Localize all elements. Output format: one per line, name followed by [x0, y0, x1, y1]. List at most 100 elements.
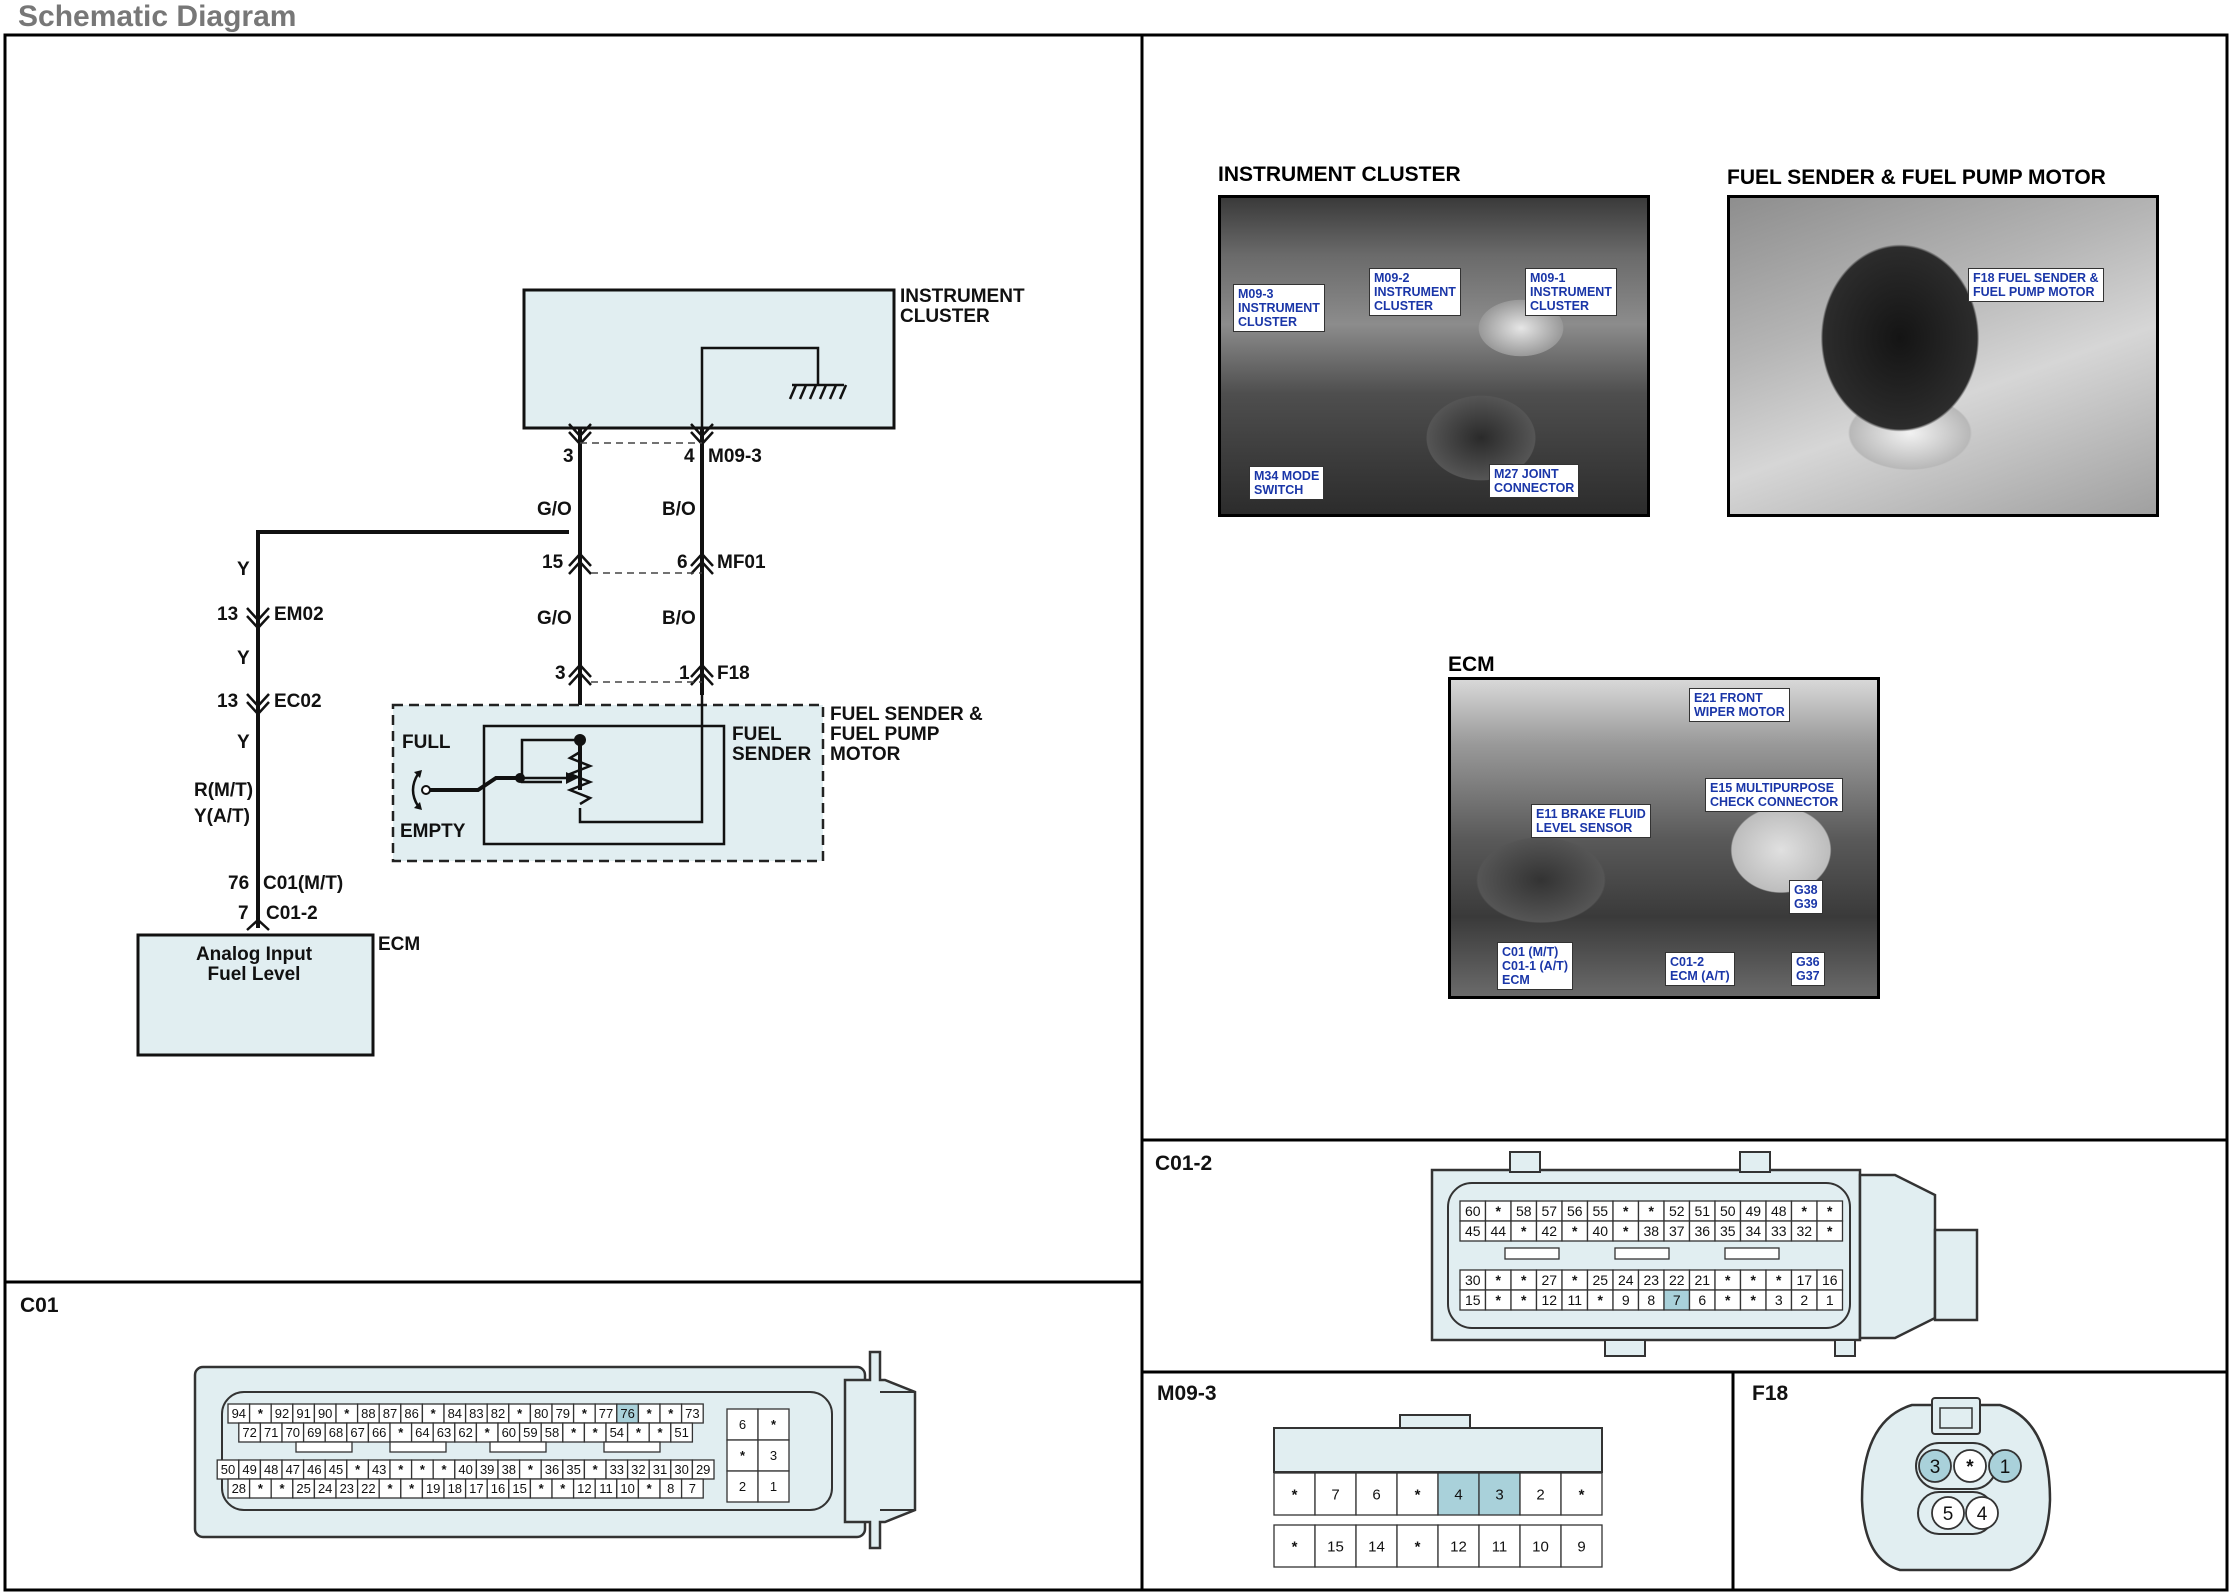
m09-3-pin-label: 12 — [1450, 1538, 1467, 1555]
c01-pin-label: 73 — [685, 1406, 699, 1421]
c01-pin-label: * — [398, 1462, 404, 1477]
c01-2-pin-label: 51 — [1694, 1203, 1710, 1219]
c01-2-pin-label: * — [1623, 1203, 1629, 1219]
c01-pin-label: 43 — [372, 1462, 386, 1477]
m09-3-pin-right: 4 — [684, 446, 695, 467]
m09-3-pin — [1560, 1472, 1603, 1516]
c01-pin-label: 51 — [674, 1425, 688, 1440]
callout-m27: M27 JOINT CONNECTOR — [1489, 464, 1580, 498]
c01-side-pin-label: * — [740, 1448, 746, 1463]
c01-pin-label: 72 — [242, 1425, 256, 1440]
callout-e15: E15 MULTIPURPOSE CHECK CONNECTOR — [1705, 778, 1844, 812]
m09-3-pin-label: 11 — [1492, 1538, 1508, 1555]
connector-ec02-chevrons — [246, 693, 270, 716]
ecm-box — [136, 933, 375, 1057]
c01-pin-label: * — [279, 1481, 285, 1496]
c01-pin-label: 24 — [318, 1481, 332, 1496]
ec02-name: EC02 — [274, 691, 322, 712]
c01-2-name: C01-2 — [266, 903, 318, 924]
c01-2-pin-label: 38 — [1643, 1223, 1659, 1239]
wire-bo-lower: B/O — [662, 608, 696, 629]
connector-em02-chevrons — [246, 607, 270, 630]
c01-pin-label: 7 — [689, 1481, 696, 1496]
c01-pin-label: * — [647, 1481, 653, 1496]
f18-pin-left: 3 — [555, 663, 566, 684]
c01-2-pin-label: 45 — [1465, 1223, 1481, 1239]
c01-pin-label: 39 — [480, 1462, 494, 1477]
c01-2-pin-label: * — [1649, 1203, 1655, 1219]
m09-3-pin — [1273, 1472, 1316, 1516]
c01-pin-label: 94 — [232, 1406, 246, 1421]
c01-2-pin-label: * — [1496, 1203, 1502, 1219]
c01-2-pin-label: 25 — [1592, 1272, 1608, 1288]
c01-2-pin-label: 2 — [1800, 1292, 1808, 1308]
f18-view-label: F18 — [1752, 1382, 1789, 1405]
c01-pin-label: * — [431, 1406, 437, 1421]
c01-2-key — [1614, 1247, 1670, 1260]
instrument-cluster-box — [522, 288, 896, 430]
c01-pin-label: 86 — [404, 1406, 418, 1421]
c01-name: C01(M/T) — [263, 873, 343, 894]
wire-r-mt: R(M/T) — [194, 780, 253, 801]
m09-3-pin — [1314, 1472, 1357, 1516]
m09-3-pin — [1519, 1524, 1562, 1568]
callout-m09-2: M09-2 INSTRUMENT CLUSTER — [1369, 268, 1461, 316]
m09-3-pin — [1478, 1524, 1521, 1568]
c01-pin-label: * — [636, 1425, 642, 1440]
fuel-module-box — [391, 703, 825, 863]
c01-pin-label: 48 — [264, 1462, 278, 1477]
c01-2-pin-label: * — [1496, 1272, 1502, 1288]
f18-pin — [1918, 1449, 1952, 1483]
c01-pin-label: 84 — [448, 1406, 462, 1421]
c01-key — [295, 1441, 353, 1453]
c01-pin-label: * — [582, 1406, 588, 1421]
c01-pin-label: 82 — [491, 1406, 505, 1421]
c01-pin-label: * — [420, 1462, 426, 1477]
c01-pin-label: 68 — [329, 1425, 343, 1440]
c01-2-pin-label: 1 — [1826, 1292, 1834, 1308]
c01-pin-label: 69 — [307, 1425, 321, 1440]
c01-pin-label: 90 — [318, 1406, 332, 1421]
c01-2-pin-label: 55 — [1592, 1203, 1608, 1219]
c01-2-pin-label: 37 — [1669, 1223, 1685, 1239]
c01-pin-label: 47 — [286, 1462, 300, 1477]
c01-2-pin-label: * — [1623, 1223, 1629, 1239]
c01-pin-label: * — [517, 1406, 523, 1421]
c01-2-pin-label: 17 — [1796, 1272, 1812, 1288]
c01-pin-label: * — [668, 1406, 674, 1421]
c01-pin-label: 16 — [491, 1481, 505, 1496]
m09-3-pin — [1560, 1524, 1603, 1568]
c01-2-pin-label: 15 — [1465, 1292, 1481, 1308]
resistor-symbol — [566, 750, 594, 806]
mf01-pin-right: 6 — [677, 552, 688, 573]
c01-pin-label: 46 — [307, 1462, 321, 1477]
f18-pin — [1931, 1496, 1965, 1530]
c01-pin-label: 59 — [523, 1425, 537, 1440]
c01-pin-label: 87 — [383, 1406, 397, 1421]
c01-2-pin-label: 34 — [1745, 1223, 1761, 1239]
float-arc — [411, 773, 420, 807]
f18-pin-label: 5 — [1943, 1504, 1954, 1525]
m09-3-pin — [1273, 1524, 1316, 1568]
sender-return-wire — [578, 695, 704, 824]
m09-3-pin-label: 10 — [1532, 1538, 1549, 1555]
c01-2-pin-label: 48 — [1771, 1203, 1787, 1219]
c01-pin-label: * — [647, 1406, 653, 1421]
m09-3-pin-label: * — [1415, 1538, 1421, 1555]
c01-view-label: C01 — [20, 1294, 59, 1317]
c01-pin-label: 35 — [566, 1462, 580, 1477]
page-title: Schematic Diagram — [18, 0, 296, 33]
c01-pin-label: 76 — [620, 1406, 634, 1421]
m09-3-pin-label: 7 — [1331, 1486, 1339, 1503]
c01-pin-label: 54 — [610, 1425, 624, 1440]
callout-c01-2: C01-2 ECM (A/T) — [1665, 952, 1735, 986]
c01-2-pin-label: * — [1725, 1272, 1731, 1288]
c01-2-pin-label: 8 — [1647, 1292, 1655, 1308]
c01-pin-label: 10 — [620, 1481, 634, 1496]
